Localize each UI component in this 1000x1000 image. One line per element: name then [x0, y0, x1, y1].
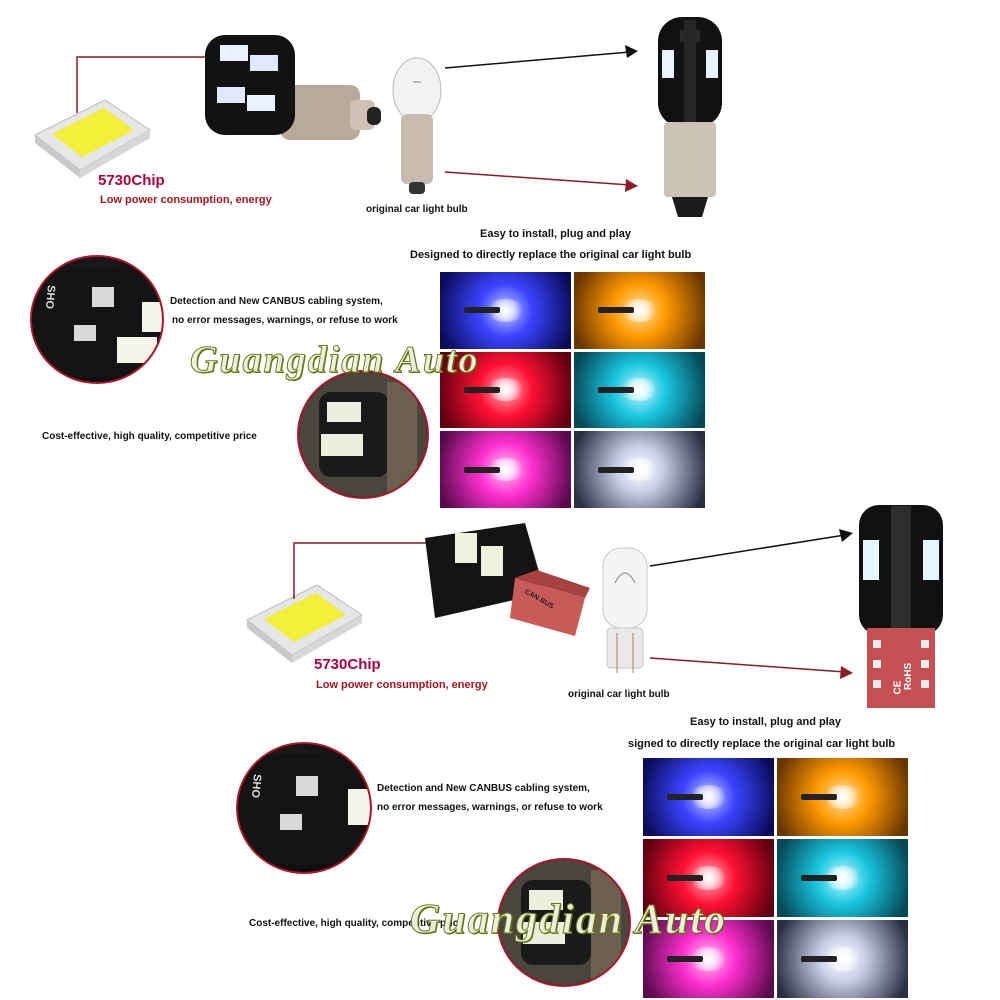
color-swatch-red	[643, 839, 774, 917]
watermark: Guangdian Auto	[409, 897, 728, 944]
chip-closeup-circle	[297, 370, 429, 499]
install-line-2: Designed to directly replace the origina…	[410, 249, 692, 261]
original-bulb-label: original car light bulb	[568, 689, 670, 700]
arrow-lines	[444, 45, 638, 192]
pcb-closeup-circle: SHO	[30, 255, 164, 384]
chip-title: 5730Chip	[98, 172, 165, 189]
pcb-closeup-circle: SHO	[236, 742, 372, 874]
color-options-grid	[643, 758, 908, 998]
color-swatch-pink	[643, 920, 774, 998]
pcb-label: SHO	[248, 773, 263, 799]
original-bulb-image	[595, 543, 655, 681]
cost-label: Cost-effective, high quality, competitiv…	[249, 918, 464, 929]
canbus-line-1: Detection and New CANBUS cabling system,	[170, 296, 383, 307]
led-replacement-image: RoHS CE	[855, 500, 947, 712]
led-chip-image	[30, 90, 155, 180]
color-swatch-ice-blue	[777, 839, 908, 917]
chip-closeup-circle	[497, 858, 631, 987]
color-swatch-amber	[574, 272, 705, 349]
pcb-label: SHO	[42, 284, 57, 310]
arrow-lines	[649, 529, 853, 679]
install-line-2: signed to directly replace the original …	[628, 738, 896, 750]
chip-subtitle: Low power consumption, energy	[316, 679, 488, 691]
canbus-line-1: Detection and New CANBUS cabling system,	[377, 783, 590, 794]
color-swatch-blue	[643, 758, 774, 836]
color-swatch-white	[777, 920, 908, 998]
install-line-1: Easy to install, plug and play	[690, 716, 841, 728]
chip-subtitle: Low power consumption, energy	[100, 194, 272, 206]
color-swatch-red	[440, 351, 571, 429]
color-options-grid	[440, 272, 705, 508]
color-swatch-blue	[440, 272, 571, 349]
led-replacement-image	[650, 12, 730, 224]
ce-mark: CE	[892, 680, 904, 695]
canbus-line-2: no error messages, warnings, or refuse t…	[172, 315, 398, 326]
canbus-line-2: no error messages, warnings, or refuse t…	[377, 802, 603, 813]
chip-title: 5730Chip	[314, 656, 381, 673]
led-bulb-image	[195, 25, 385, 175]
color-swatch-white	[574, 431, 705, 508]
t10-led-image: CAN BUS	[415, 518, 595, 643]
color-swatch-ice-blue	[574, 351, 705, 429]
color-swatch-pink	[440, 431, 571, 508]
callout-line	[293, 542, 427, 599]
led-chip-image	[242, 575, 367, 665]
cost-label: Cost-effective, high quality, competitiv…	[42, 431, 257, 442]
original-bulb-label: original car light bulb	[366, 204, 468, 215]
rohs-tag: RoHS	[903, 662, 914, 690]
callout-line	[76, 56, 230, 113]
original-bulb-image	[385, 52, 450, 202]
install-line-1: Easy to install, plug and play	[480, 228, 631, 240]
color-swatch-amber	[777, 758, 908, 836]
watermark: Guangdian Auto	[190, 339, 480, 382]
